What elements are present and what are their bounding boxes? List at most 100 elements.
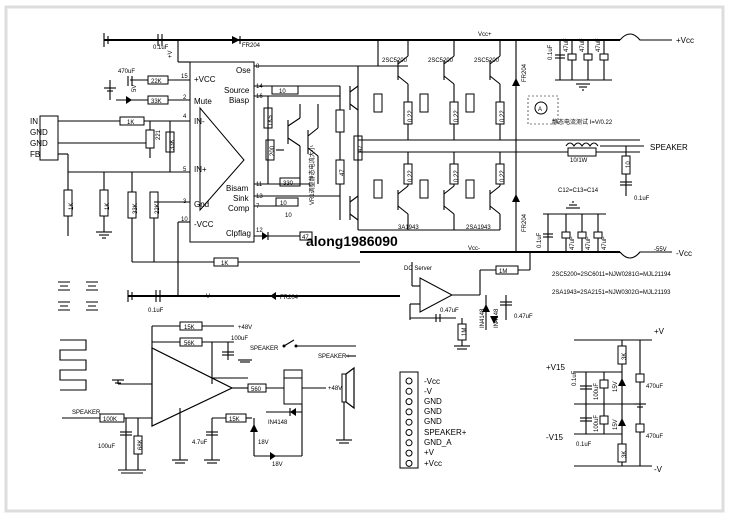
svg-text:FR204: FR204 xyxy=(522,213,528,232)
resistor-15k-a xyxy=(179,321,203,331)
svg-text:12: 12 xyxy=(256,228,263,234)
resistor-3k-b xyxy=(617,443,627,463)
npn-1-label: 2SC5200 xyxy=(382,58,408,64)
conn-fb-label: FB xyxy=(30,150,40,159)
quiescent-note: 静态电流测试 I=V/0.22 xyxy=(552,118,613,126)
svg-text:10: 10 xyxy=(279,89,286,95)
resistor-47-led xyxy=(299,231,313,241)
ic-pin-mute: Mute xyxy=(194,97,212,106)
resistor-1k-a xyxy=(63,189,73,217)
svg-text:56K: 56K xyxy=(184,341,195,347)
svg-text:3K: 3K xyxy=(622,451,628,458)
v15-minus-label: -V15 xyxy=(546,433,563,442)
resistor-22k xyxy=(147,75,169,85)
speaker-plus-label-a: SPEAKER+ xyxy=(318,354,350,360)
pnp-output-columns xyxy=(373,152,505,230)
c470uf-label: 470uF xyxy=(118,69,135,75)
svg-text:7: 7 xyxy=(256,204,260,210)
resistor-10-upper xyxy=(271,85,299,95)
svg-text:11: 11 xyxy=(256,182,263,188)
misc-symbols xyxy=(58,281,98,391)
svg-text:33K: 33K xyxy=(170,139,176,150)
svg-text:15V: 15V xyxy=(613,381,619,392)
pnp-1-label: 3A1943 xyxy=(398,225,419,231)
svg-text:1K: 1K xyxy=(221,261,228,267)
svg-text:0.22: 0.22 xyxy=(454,110,460,122)
npn-output-columns xyxy=(373,40,505,140)
equiv-pnp-note: 2SA1943=2SA2151=NJW0302G=MJL21193 xyxy=(552,290,671,296)
resistor-1k-in xyxy=(119,116,145,126)
svg-text:10: 10 xyxy=(280,201,287,207)
svg-text:FR204: FR204 xyxy=(522,63,528,82)
ic-pin-in-plus: IN+ xyxy=(194,165,207,174)
pin-label-v-plus: +V xyxy=(424,448,435,457)
connector-pin xyxy=(405,408,413,416)
resistor-22k-b xyxy=(149,191,159,219)
resistor-1k-b xyxy=(99,189,109,217)
svg-text:IN4148: IN4148 xyxy=(494,308,500,328)
zener-5v xyxy=(126,96,132,104)
pin-label-speaker-plus: SPEAKER+ xyxy=(424,428,467,437)
ic-pin-comp: Comp xyxy=(228,204,250,213)
svg-text:0.1uF: 0.1uF xyxy=(537,232,543,248)
svg-text:10: 10 xyxy=(626,161,632,168)
svg-text:47: 47 xyxy=(340,169,346,176)
svg-text:0.1uF: 0.1uF xyxy=(572,370,578,386)
resistor-1m-a xyxy=(495,265,519,275)
speaker-output-label: SPEAKER xyxy=(650,143,688,152)
svg-text:4: 4 xyxy=(183,114,187,120)
vcc-minus-label: -Vcc xyxy=(676,249,692,258)
svg-text:68K: 68K xyxy=(138,439,144,450)
resistor-100k-in xyxy=(99,413,125,423)
svg-text:15: 15 xyxy=(181,74,188,80)
svg-text:3K: 3K xyxy=(622,353,628,360)
cap-top-label: 0.1uF xyxy=(153,45,169,51)
vr1-note: VR1调整静态电流大小 xyxy=(308,145,316,205)
svg-text:15K: 15K xyxy=(229,417,240,423)
speaker-switch-label: SPEAKER xyxy=(250,346,279,352)
ic-pin-clpflag: Clpflag xyxy=(226,229,251,238)
svg-text:2: 2 xyxy=(183,95,187,101)
svg-text:1M: 1M xyxy=(462,328,468,336)
npn-2-label: 2SC5200 xyxy=(428,58,454,64)
amp-ic-triangle xyxy=(199,106,245,212)
pin-label-gnd-1: GND xyxy=(424,397,442,406)
resistor-driver-top xyxy=(335,109,345,133)
svg-text:5: 5 xyxy=(183,167,187,173)
svg-text:100K: 100K xyxy=(103,417,117,423)
dc-server-opamp xyxy=(419,277,454,313)
svg-text:100uF: 100uF xyxy=(594,383,600,400)
svg-text:470uF: 470uF xyxy=(646,384,663,390)
svg-text:0.1uF: 0.1uF xyxy=(148,308,164,314)
svg-text:560: 560 xyxy=(251,387,262,393)
cap-bank-b-label: 47uF xyxy=(580,38,586,52)
svg-text:FR204: FR204 xyxy=(280,295,299,301)
svg-text:47uF: 47uF xyxy=(586,236,592,250)
connector-pin xyxy=(405,398,413,406)
svg-text:10/1W: 10/1W xyxy=(570,158,588,164)
npn-3-label: 2SC5200 xyxy=(474,58,500,64)
minus55-label: -55V xyxy=(654,247,667,253)
svg-text:15V: 15V xyxy=(613,419,619,430)
r22k-label: 22K xyxy=(151,79,162,85)
input-connector xyxy=(39,115,59,161)
pin-label-vcc-minus: -Vcc xyxy=(424,377,440,386)
resistor-10-lower xyxy=(275,197,299,207)
svg-text:Vcc-: Vcc- xyxy=(468,246,480,252)
svg-text:22K: 22K xyxy=(155,203,161,214)
zobel-resistor xyxy=(621,155,631,175)
r33k-label: 33K xyxy=(151,99,162,105)
svg-text:1K: 1K xyxy=(127,120,134,126)
resistor-200 xyxy=(265,139,275,161)
ic-pin-ose: Ose xyxy=(236,66,251,75)
svg-text:18V: 18V xyxy=(272,462,283,468)
connector-pin xyxy=(405,459,413,467)
bias-transistors xyxy=(287,104,319,184)
svg-text:10: 10 xyxy=(285,213,292,219)
svg-text:IN4148: IN4148 xyxy=(268,420,288,426)
connector-pin xyxy=(405,429,413,436)
svg-text:13: 13 xyxy=(256,194,263,200)
d5v-label: 5V xyxy=(132,85,138,92)
pin-label-vcc-plus: +Vcc xyxy=(424,459,442,468)
